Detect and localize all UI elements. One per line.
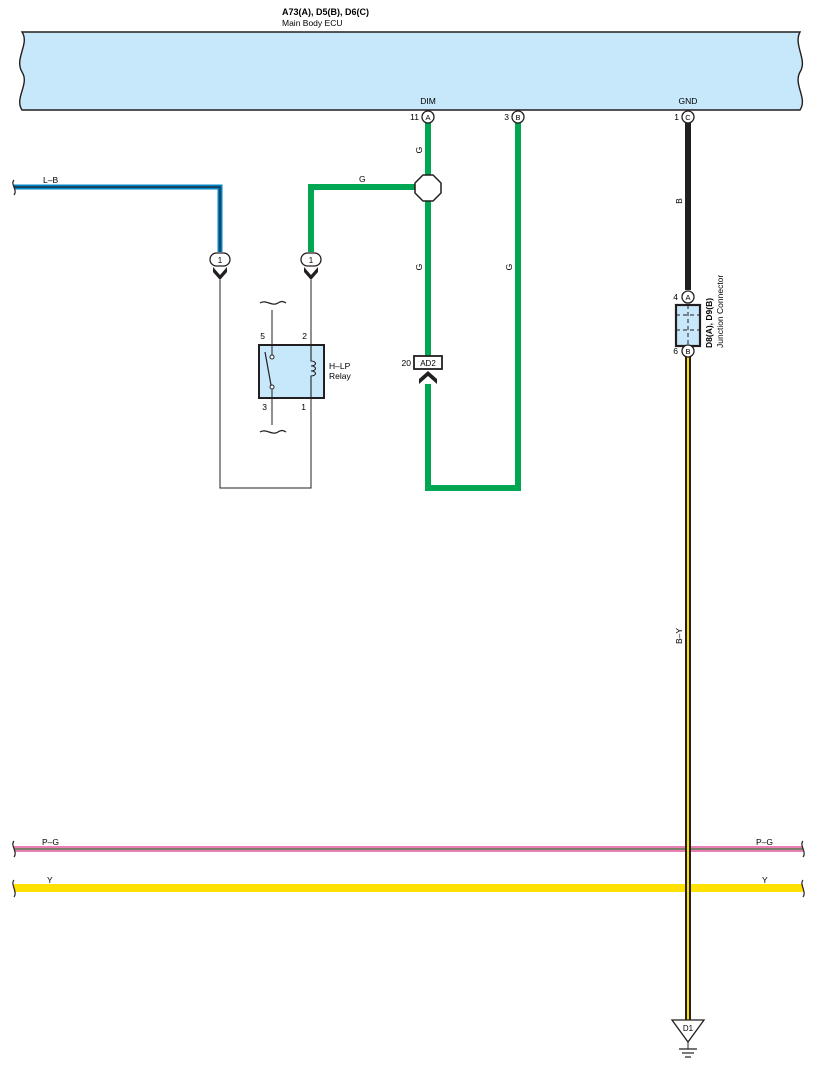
wire-by-label: B–Y [674, 628, 684, 644]
wire-g-b3-label: G [504, 264, 514, 271]
wire-b-label: B [674, 198, 684, 204]
relay-pin3: 3 [262, 402, 267, 412]
wire-y-left-label: Y [47, 875, 53, 885]
junction-pin-b-conn: B [685, 347, 690, 356]
terminal-g: 1 [300, 252, 322, 280]
pin-b3-conn: B [515, 113, 520, 122]
inline-connector-ad2: AD2 [413, 355, 443, 384]
wire-g-dim-label: G [414, 264, 424, 271]
inline-connector-num: 20 [402, 358, 412, 368]
wire-lb-label: L–B [43, 175, 58, 185]
junction-pin-a: A [681, 290, 695, 304]
ecu-connectors-label: A73(A), D5(B), D6(C) [282, 7, 369, 17]
pin-b3: B [511, 110, 525, 124]
terminal-lb: 1 [209, 252, 231, 280]
relay-name-line2: Relay [329, 371, 351, 381]
pin-b3-num: 3 [504, 112, 509, 122]
junction-pin-b-num: 6 [673, 346, 678, 356]
wire-g-vert1-label: G [414, 147, 424, 154]
pin-dim-num: 11 [410, 112, 419, 122]
junction-connector [674, 303, 702, 348]
junction-name: D8(A), D9(B) [704, 298, 714, 348]
pin-dim-label: DIM [420, 96, 436, 106]
terminal-lb-num: 1 [218, 256, 223, 265]
junction-pin-a-conn: A [685, 293, 690, 302]
pin-gnd-label: GND [679, 96, 698, 106]
inline-connector-name: AD2 [420, 359, 436, 368]
splice-node [414, 174, 442, 202]
relay-name-line1: H–LP [329, 361, 351, 371]
ground-label: D1 [683, 1024, 694, 1033]
junction-pin-b: B [681, 344, 695, 358]
pin-gnd: C [681, 110, 695, 124]
wire-pg-right-label: P–G [756, 837, 773, 847]
ecu-name-label: Main Body ECU [282, 18, 342, 28]
pin-dim-conn: A [425, 113, 430, 122]
wire-g-top-label: G [359, 174, 366, 184]
ground-symbol: D1 [670, 1019, 706, 1058]
wire-pg-left-label: P–G [42, 837, 59, 847]
break-marks [12, 179, 805, 898]
pin-gnd-conn: C [685, 113, 691, 122]
relay-pin2: 2 [302, 331, 307, 341]
hlp-relay [258, 344, 325, 399]
ecu-box [19, 31, 804, 111]
wire-g-loop [425, 123, 521, 491]
pin-dim: A [421, 110, 435, 124]
terminal-g-num: 1 [309, 256, 314, 265]
junction-desc: Junction Connector [715, 275, 725, 348]
wire-lb [14, 184, 223, 252]
relay-pin1: 1 [301, 402, 306, 412]
relay-break-marks [259, 300, 287, 434]
relay-pin5: 5 [260, 331, 265, 341]
junction-pin-a-num: 4 [673, 292, 678, 302]
wire-g-top [308, 184, 418, 252]
pin-gnd-num: 1 [674, 112, 679, 122]
wire-y-right-label: Y [762, 875, 768, 885]
